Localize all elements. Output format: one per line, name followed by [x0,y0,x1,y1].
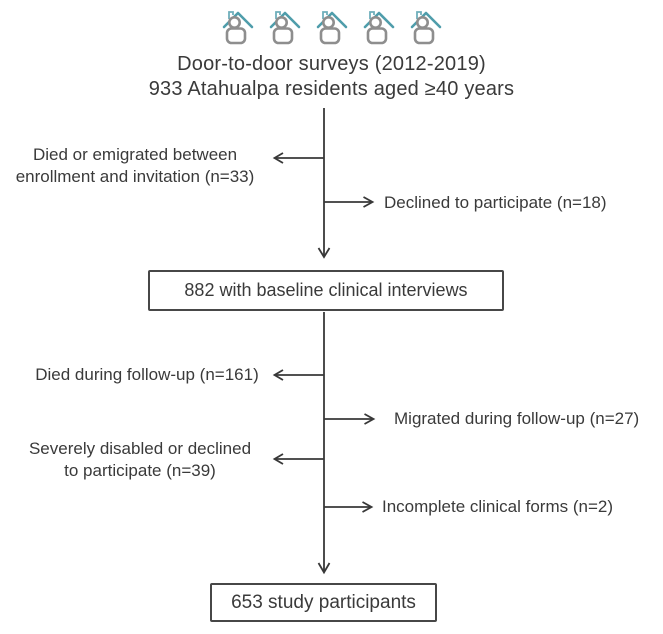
house-person-icon [222,11,253,45]
exclusion-died-followup: Died during follow-up (n=161) [35,365,259,384]
arrow-to-final-box [317,312,331,575]
exclusion-migrated: Migrated during follow-up (n=27) [394,409,640,428]
box-study-participants: 653 study participants [210,583,437,622]
household-icons-row [0,6,663,46]
house-person-icon [363,11,394,45]
branch-arrow-died-emigrated [272,152,324,164]
survey-title-line2: 933 Atahualpa residents aged ≥40 years [148,78,515,100]
branch-arrow-disabled [272,453,324,465]
house-person-icon [269,11,300,45]
exclusion-declined: Declined to participate (n=18) [384,193,607,212]
exclusion-disabled: Severely disabled or declined to partici… [28,439,252,480]
branch-arrow-declined [324,196,375,208]
branch-arrow-died-followup [272,369,324,381]
box-final-label: 653 study participants [231,591,416,613]
exclusion-incomplete-forms: Incomplete clinical forms (n=2) [382,497,614,516]
survey-title-line1: Door-to-door surveys (2012-2019) [177,53,486,75]
box-baseline-interviews: 882 with baseline clinical interviews [148,270,504,311]
house-person-icon [410,11,441,45]
branch-arrow-migrated [324,413,376,425]
exclusion-died-emigrated: Died or emigrated between enrollment and… [15,145,255,186]
arrow-to-baseline-box [317,108,331,259]
box-baseline-label: 882 with baseline clinical interviews [184,280,468,300]
branch-arrow-incomplete-forms [324,501,374,513]
house-person-icon [316,11,347,45]
